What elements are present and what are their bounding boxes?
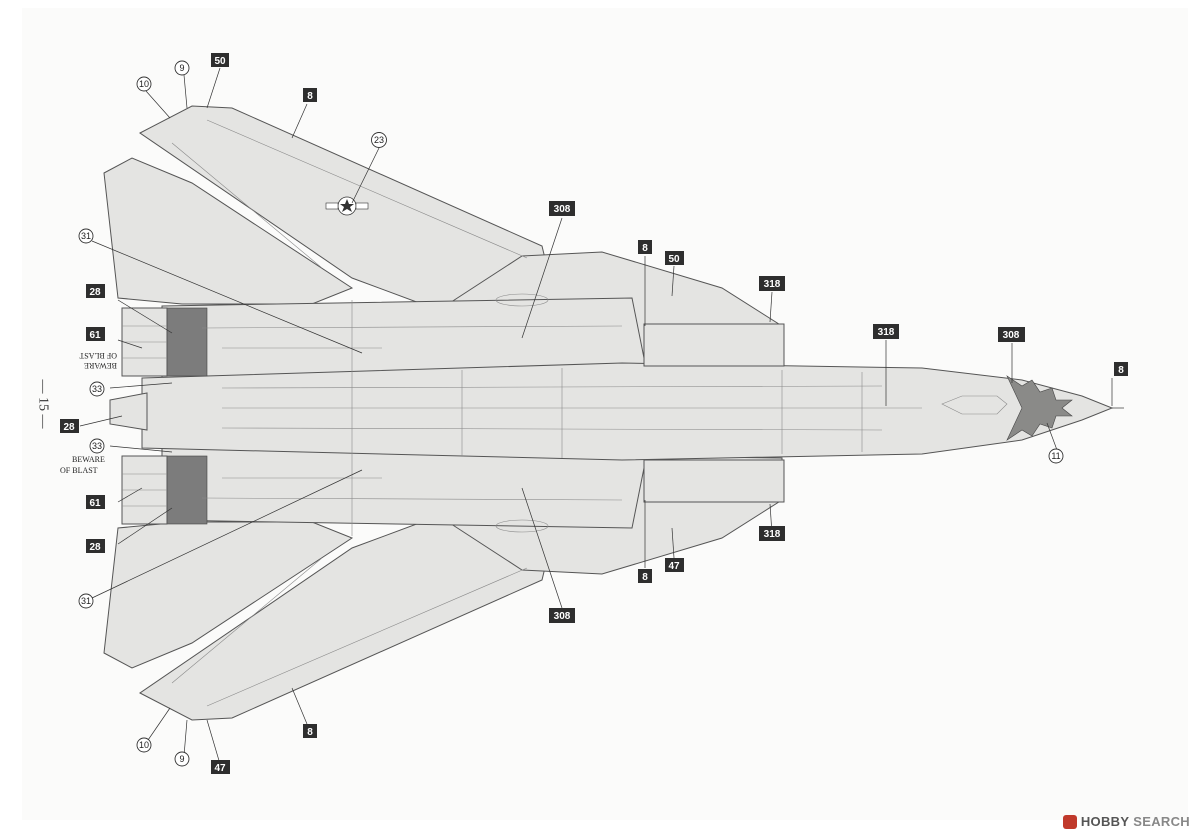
svg-text:9: 9	[179, 754, 184, 764]
svg-text:8: 8	[642, 243, 648, 254]
svg-text:61: 61	[89, 498, 101, 509]
callout-47-bottom: 47	[211, 760, 230, 774]
svg-text:OF BLAST: OF BLAST	[79, 351, 117, 360]
callout-61-bottom: 61	[86, 495, 105, 509]
callout-33-top: 33	[89, 381, 105, 397]
callout-11: 11	[1048, 448, 1064, 464]
leader-lines	[79, 67, 1113, 765]
callout-9-top: 9	[174, 60, 190, 76]
stencil-beware-top: BEWARE OF BLAST	[79, 351, 117, 370]
callout-47-mid: 47	[665, 558, 684, 572]
svg-text:47: 47	[214, 763, 226, 774]
callout-28-bottom: 28	[86, 539, 105, 553]
svg-text:10: 10	[139, 79, 149, 89]
svg-text:28: 28	[63, 422, 75, 433]
svg-text:308: 308	[554, 611, 571, 622]
svg-text:8: 8	[307, 727, 313, 738]
svg-text:BEWARE: BEWARE	[72, 455, 105, 464]
upper-nozzle	[166, 307, 208, 377]
svg-text:318: 318	[878, 327, 895, 338]
callout-8-top: 8	[638, 240, 652, 254]
callout-28-mid: 28	[60, 419, 79, 433]
svg-text:11: 11	[1051, 451, 1060, 461]
callout-308-nose: 308	[998, 327, 1025, 342]
lower-intake	[643, 459, 785, 503]
svg-text:50: 50	[214, 56, 226, 67]
callout-50-top: 50	[211, 53, 229, 67]
callout-318-top: 318	[759, 276, 785, 291]
svg-text:61: 61	[89, 330, 101, 341]
callout-31-bottom: 31	[78, 593, 94, 609]
callout-8-nose: 8	[1114, 362, 1128, 376]
svg-text:BEWARE: BEWARE	[84, 361, 117, 370]
callout-28-top: 28	[86, 284, 105, 298]
callout-31-top: 31	[78, 228, 94, 244]
callout-8-wing-top: 8	[303, 88, 317, 102]
svg-text:31: 31	[81, 231, 91, 241]
callout-61-top: 61	[86, 327, 105, 341]
svg-text:50: 50	[668, 254, 680, 265]
fuselage	[141, 362, 1114, 461]
national-insignia	[325, 196, 369, 216]
watermark: HOBBY SEARCH	[1062, 814, 1190, 829]
svg-text:28: 28	[89, 287, 101, 298]
callout-33-bottom: 33	[89, 438, 105, 454]
callout-308-bottom: 308	[549, 608, 575, 623]
svg-text:33: 33	[92, 441, 102, 451]
upper-stabilizer	[103, 157, 354, 305]
aircraft-underside	[103, 105, 1124, 721]
svg-text:8: 8	[642, 572, 648, 583]
callout-10-bottom: 10	[136, 737, 152, 753]
callout-10-top: 10	[136, 76, 152, 92]
callout-8-bottom: 8	[638, 569, 652, 583]
watermark-word: SEARCH	[1133, 814, 1190, 829]
aircraft-decal-diagram: BEWARE OF BLAST BEWARE OF BLAST	[60, 53, 1128, 774]
instruction-sheet: — 15 —	[22, 8, 1188, 820]
callout-308-top: 308	[549, 201, 575, 216]
hobbysearch-logo-icon	[1062, 814, 1077, 829]
lower-nozzle	[166, 455, 208, 525]
svg-text:33: 33	[92, 384, 102, 394]
svg-text:8: 8	[307, 91, 313, 102]
lower-stabilizer	[103, 521, 354, 669]
svg-text:8: 8	[1118, 365, 1124, 376]
svg-text:31: 31	[81, 596, 91, 606]
svg-text:318: 318	[764, 279, 781, 290]
svg-text:OF BLAST: OF BLAST	[60, 466, 98, 475]
svg-text:47: 47	[668, 561, 680, 572]
callout-318-center: 318	[873, 324, 899, 339]
svg-text:23: 23	[374, 135, 384, 145]
callout-23: 23	[371, 132, 387, 148]
callout-9-bottom: 9	[174, 751, 190, 767]
svg-text:28: 28	[89, 542, 101, 553]
svg-text:9: 9	[179, 63, 184, 73]
callout-318-bottom: 318	[759, 526, 785, 541]
tail-cone	[109, 392, 148, 431]
callout-8-wing-bottom: 8	[303, 724, 317, 738]
svg-text:318: 318	[764, 529, 781, 540]
watermark-brand: HOBBY	[1080, 814, 1130, 829]
stencil-beware-bottom: BEWARE OF BLAST	[60, 455, 105, 475]
upper-intake	[643, 323, 785, 367]
svg-text:10: 10	[139, 740, 149, 750]
svg-text:308: 308	[554, 204, 571, 215]
shark-mouth	[1006, 375, 1073, 441]
svg-text:308: 308	[1003, 330, 1020, 341]
callout-50-mid: 50	[665, 251, 684, 265]
